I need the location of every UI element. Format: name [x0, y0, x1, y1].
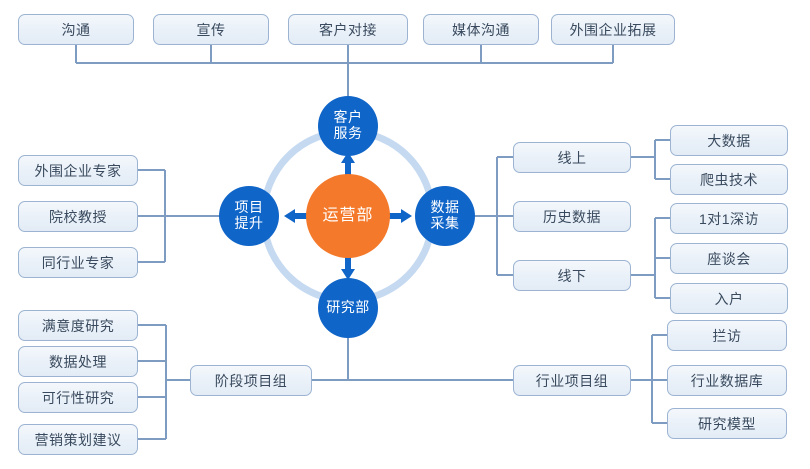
- node-label: 行业数据库: [690, 372, 764, 389]
- node-label: 行业项目组: [535, 372, 609, 389]
- satellite-label-line-2: 服务: [333, 125, 363, 141]
- node-label: 媒体沟通: [452, 21, 510, 38]
- node-label: 可行性研究: [41, 389, 115, 406]
- node-label: 研究模型: [698, 415, 756, 432]
- node-label: 客户对接: [319, 21, 377, 38]
- node-label: 座谈会: [707, 250, 751, 267]
- satellite-label-line-2: 采集: [430, 215, 460, 231]
- node-label: 外围企业拓展: [569, 21, 657, 38]
- bottom-right-leaf-industry-database[interactable]: 行业数据库: [667, 365, 787, 396]
- right-node-online[interactable]: 线上: [513, 142, 631, 173]
- hub-satellite-research-dept[interactable]: 研究部: [318, 278, 378, 338]
- bottom-right-leaf-research-model[interactable]: 研究模型: [667, 408, 787, 439]
- node-label: 外围企业专家: [34, 162, 122, 179]
- right-leaf-big-data[interactable]: 大数据: [670, 125, 788, 156]
- right-leaf-one-on-one-interview[interactable]: 1对1深访: [670, 203, 788, 234]
- node-label: 阶段项目组: [214, 372, 288, 389]
- node-label: 院校教授: [49, 208, 107, 225]
- left-node-university-professor[interactable]: 院校教授: [18, 201, 138, 232]
- bottom-right-leaf-intercept-interview[interactable]: 拦访: [667, 320, 787, 351]
- node-label: 宣传: [196, 21, 226, 38]
- node-label: 历史数据: [543, 208, 601, 225]
- node-label: 营销策划建议: [34, 431, 122, 448]
- right-leaf-focus-group[interactable]: 座谈会: [670, 243, 788, 274]
- bottom-group-stage-project-team[interactable]: 阶段项目组: [190, 365, 312, 396]
- left-node-same-industry-expert[interactable]: 同行业专家: [18, 247, 138, 278]
- node-label: 拦访: [712, 327, 742, 344]
- node-label: 数据处理: [49, 353, 107, 370]
- satellite-label: 研究部: [326, 299, 370, 316]
- satellite-label-line-1: 数据: [430, 199, 460, 216]
- bottom-left-node-feasibility-research[interactable]: 可行性研究: [18, 382, 138, 413]
- top-node-communication[interactable]: 沟通: [18, 14, 134, 45]
- right-leaf-home-visit[interactable]: 入户: [670, 283, 788, 314]
- node-label: 满意度研究: [41, 317, 115, 334]
- bottom-left-node-data-processing[interactable]: 数据处理: [18, 346, 138, 377]
- node-label: 1对1深访: [698, 210, 760, 227]
- left-node-external-enterprise-expert[interactable]: 外围企业专家: [18, 155, 138, 186]
- node-label: 沟通: [61, 21, 91, 38]
- top-node-media-communication[interactable]: 媒体沟通: [423, 14, 539, 45]
- right-node-offline[interactable]: 线下: [513, 260, 631, 291]
- right-leaf-crawler-technology[interactable]: 爬虫技术: [670, 164, 788, 195]
- top-node-external-enterprise-expansion[interactable]: 外围企业拓展: [551, 14, 675, 45]
- top-node-client-liaison[interactable]: 客户对接: [288, 14, 408, 45]
- node-label: 线下: [557, 267, 587, 284]
- hub-core-operations[interactable]: 运营部: [306, 174, 390, 258]
- satellite-label-line-1: 项目: [234, 199, 264, 216]
- node-label: 大数据: [707, 132, 751, 149]
- node-label: 爬虫技术: [700, 171, 758, 188]
- hub-satellite-customer-service[interactable]: 客户 服务: [318, 96, 378, 156]
- hub-satellite-data-collection[interactable]: 数据 采集: [415, 186, 475, 246]
- hub-satellite-project-improvement[interactable]: 项目 提升: [219, 186, 279, 246]
- node-label: 线上: [557, 149, 587, 166]
- right-node-historical-data[interactable]: 历史数据: [513, 201, 631, 232]
- satellite-label-line-1: 客户: [333, 109, 363, 126]
- bottom-left-node-marketing-plan-proposal[interactable]: 营销策划建议: [18, 424, 138, 455]
- bottom-left-node-satisfaction-research[interactable]: 满意度研究: [18, 310, 138, 341]
- satellite-label-line-2: 提升: [234, 215, 264, 231]
- node-label: 同行业专家: [41, 254, 115, 271]
- hub-core-label: 运营部: [322, 207, 374, 225]
- top-node-publicity[interactable]: 宣传: [153, 14, 269, 45]
- node-label: 入户: [714, 290, 744, 307]
- bottom-group-industry-project-team[interactable]: 行业项目组: [513, 365, 631, 396]
